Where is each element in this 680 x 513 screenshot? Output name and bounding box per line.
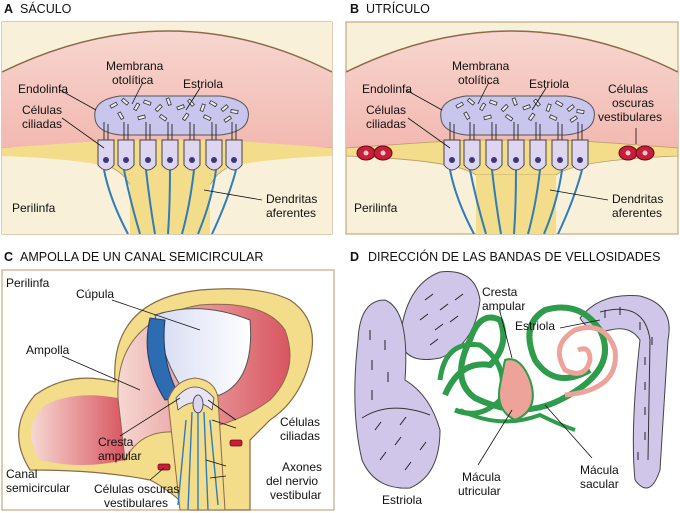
endolymph-cavity: [2, 22, 332, 72]
leader-lines: [405, 81, 637, 201]
label-striola: Estriola: [529, 77, 569, 91]
leader-lines: [59, 81, 263, 201]
ductus-connector: [459, 408, 576, 432]
hair-cells: [97, 139, 243, 171]
bundle-arrows: [369, 293, 653, 471]
label-striola-bottom: Estriola: [382, 493, 422, 507]
label-perilymph: Perilinfa: [12, 201, 56, 215]
hair-cell-nuclei: [449, 157, 583, 163]
otoconia: [455, 97, 585, 123]
panel-a-title: SÁCULO: [20, 1, 72, 16]
label-dendrites: Dendritas: [266, 192, 317, 206]
saccular-striola: [361, 407, 431, 419]
label-endolymph: Endolinfa: [18, 82, 68, 96]
hair-cell-nuclei: [103, 157, 237, 163]
leader-lines: [477, 311, 601, 466]
hair-bundles: [103, 122, 237, 142]
crista-ampullaris: [167, 377, 226, 511]
label-dendrites: Dendritas: [612, 192, 663, 206]
label-membrane: Membrana: [452, 59, 510, 73]
panel-c-letter: C: [4, 250, 13, 264]
leader-lines: [61, 299, 237, 481]
label-striola: Estriola: [183, 77, 223, 91]
label-dark-cells: Células oscuras: [94, 482, 179, 496]
utricular-macula: [579, 294, 670, 489]
panel-b-letter: B: [350, 2, 359, 16]
label-axons-2: del nervio: [266, 474, 318, 488]
label-macula-utricle-2: utricular: [458, 484, 501, 498]
label-hair-cells: Células: [22, 103, 62, 117]
label-axons: Axones: [282, 460, 322, 474]
label-hair-cells: Células: [366, 103, 406, 117]
cupula: [154, 308, 252, 399]
dark-cell-nuclei: [363, 150, 648, 156]
panel-d-title: DIRECCIÓN DE LAS BANDAS DE VELLOSIDADES: [368, 249, 660, 264]
otolithic-membrane: [94, 95, 249, 136]
label-macula-saccule-2: sacular: [580, 477, 619, 491]
membrane-wall: [345, 30, 679, 73]
label-dark-cells-2: oscuras: [612, 96, 654, 110]
canal-lumen: [31, 395, 125, 465]
label-crista-2: ampular: [98, 449, 141, 463]
label-crista-2: ampular: [482, 299, 525, 313]
epithelium: [2, 149, 332, 234]
label-perilymph: Perilinfa: [6, 276, 50, 290]
membrane-wall: [1, 30, 333, 73]
panel-d-letter: D: [350, 250, 359, 264]
label-dendrites-2: aferentes: [612, 206, 662, 220]
label-striola-top: Estriola: [515, 319, 555, 333]
label-hair-cells-2: ciliadas: [366, 117, 406, 131]
hair-cells: [443, 139, 589, 171]
hair-bundles: [449, 122, 583, 142]
label-perilymph: Perilinfa: [354, 201, 398, 215]
label-endolymph: Endolinfa: [362, 82, 412, 96]
crista-hair-cell: [192, 394, 204, 414]
label-crista: Cresta: [98, 435, 134, 449]
label-axons-3: vestibular: [270, 488, 321, 502]
panel-b-title: UTRÍCULO: [366, 1, 430, 16]
panel-utricle: B UTRÍCULO Membrana otolítica Estriola E…: [345, 1, 679, 235]
endolymph-fill: [2, 31, 332, 150]
label-cupula: Cúpula: [76, 287, 114, 301]
dark-cells: [157, 439, 243, 471]
label-dendrites-2: aferentes: [266, 206, 316, 220]
panel-bundle-orientation: D DIRECCIÓN DE LAS BANDAS DE VELLOSIDADE…: [350, 249, 670, 507]
label-otolithic: otolítica: [112, 73, 154, 87]
panel-ampulla: C AMPOLLA DE UN CANAL SEMICIRCULAR Peril…: [1, 250, 335, 511]
otolithic-membrane: [440, 95, 595, 136]
cochlea-spiral: [556, 325, 618, 398]
label-macula-utricle: Mácula: [462, 470, 501, 484]
label-dark-cells-3: vestibulares: [598, 110, 662, 124]
label-otolithic: otolítica: [458, 73, 500, 87]
panel-a-letter: A: [4, 2, 13, 16]
label-hair-cells: Células: [280, 415, 320, 429]
panel-c-title: AMPOLLA DE UN CANAL SEMICIRCULAR: [20, 250, 263, 264]
panel-saccule: A SÁCULO Membrana otolítica Estriola End…: [1, 1, 333, 235]
afferent-dendrites: [103, 169, 237, 235]
label-hair-cells-2: ciliadas: [22, 117, 62, 131]
label-macula-saccule: Mácula: [580, 463, 619, 477]
utricular-striola: [599, 308, 651, 461]
afferent-dendrites: [449, 169, 583, 235]
label-membrane: Membrana: [106, 59, 164, 73]
label-hair-cells-2: ciliadas: [280, 429, 320, 443]
label-ampulla: Ampolla: [26, 343, 70, 357]
membranous-labyrinth-outline: [442, 304, 608, 413]
label-canal-2: semicircular: [6, 481, 70, 495]
macula-crista-lobe: [399, 271, 481, 360]
vestibule-body: [498, 358, 534, 422]
label-dark-cells-2: vestibulares: [104, 496, 168, 510]
endolymph-fill: [346, 31, 678, 150]
saccular-macula: [354, 299, 441, 489]
label-canal: Canal: [6, 467, 37, 481]
label-crista: Cresta: [482, 285, 518, 299]
label-dark-cells: Células: [608, 82, 648, 96]
canal-loop: [437, 341, 505, 416]
